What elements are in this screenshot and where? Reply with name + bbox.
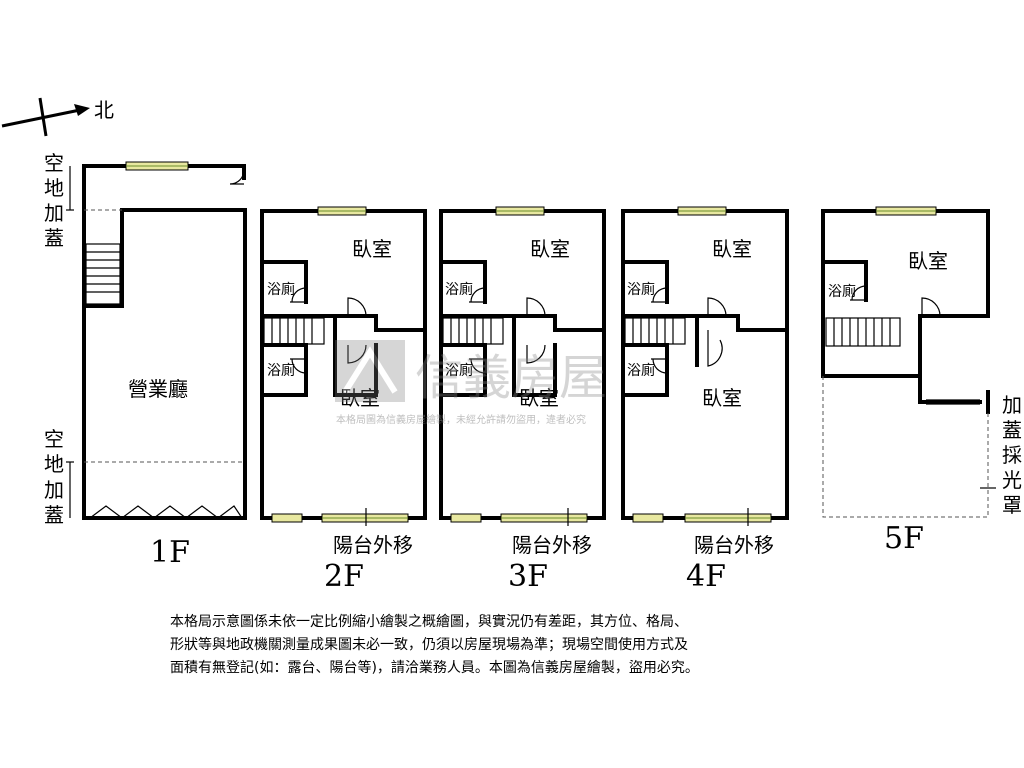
2f-bath-top: 浴廁 [267, 281, 295, 298]
disclaimer-line-3: 面積有無登記(如：露台、陽台等)，請洽業務人員。本圖為信義房屋繪製，盜用必究。 [170, 660, 699, 676]
4f-window-bottom-left [632, 513, 664, 523]
watermark-logo-icon [335, 340, 405, 402]
3f-stairs [442, 317, 504, 345]
disclaimer: 本格局示意圖係未依一定比例縮小繪製之概繪圖，與實況仍有差距，其方位、格局、 形狀… [170, 611, 870, 680]
3f-balcony-note: 陽台外移 [512, 533, 592, 557]
1f-hall-label: 營業廳 [128, 377, 188, 401]
5f-skylight-2: 蓋 [1002, 418, 1022, 442]
2f-bath-bottom: 浴廁 [267, 362, 295, 379]
3f-outer-walls [439, 209, 606, 520]
4f-inner-walls [621, 260, 789, 397]
5f-skylight-1: 加 [1002, 393, 1022, 417]
4f-bath-door-top-icon [651, 287, 668, 303]
2f-bath-door-top-icon [290, 287, 307, 303]
4f-stairs [624, 317, 686, 345]
2f-door-lower-icon [347, 344, 367, 364]
3f-bath-door-top-icon [469, 287, 486, 303]
3f-inner-walls [439, 260, 606, 397]
3f-floor-label: 3F [508, 559, 548, 594]
4f-bedroom-bottom: 臥室 [702, 386, 742, 410]
5f-skylight-4: 光 [1002, 468, 1022, 492]
5f-door-icon [921, 297, 941, 317]
floor-4f: 臥室 臥室 浴廁 浴廁 陽台外移 4F [621, 206, 789, 594]
2f-door-upper-icon [347, 297, 367, 317]
compass-arrow-line [1, 108, 81, 128]
1f-bottom-extra-4: 蓋 [44, 503, 64, 527]
4f-balcony-note: 陽台外移 [694, 533, 774, 557]
3f-window-bottom-left [450, 513, 482, 523]
1f-walls [82, 164, 247, 520]
4f-bath-top: 浴廁 [627, 281, 655, 298]
3f-bath-door-bottom-icon [469, 358, 486, 374]
floor-3f: 臥室 臥室 浴廁 浴廁 陽台外移 3F [439, 206, 606, 594]
1f-top-extra-4: 蓋 [44, 226, 64, 250]
5f-bath-door-icon [850, 285, 867, 301]
1f-top-extra-3: 加 [44, 201, 64, 225]
2f-bath-door-bottom-icon [290, 358, 307, 374]
1f-stairs [85, 243, 121, 305]
1f-bottom-extra-2: 地 [44, 452, 64, 476]
disclaimer-line-1: 本格局示意圖係未依一定比例縮小繪製之概繪圖，與實況仍有差距，其方位、格局、 [170, 614, 688, 630]
4f-door-lower-icon [707, 330, 723, 367]
3f-door-lower-icon [526, 344, 546, 364]
5f-floor-label: 5F [884, 521, 924, 556]
5f-inner-walls [821, 260, 868, 302]
disclaimer-line-2: 形狀等與地政機關測量成果圖未必一致，仍須以房屋現場為準；現場空間使用方式及 [170, 637, 688, 653]
4f-bedroom-top: 臥室 [712, 237, 752, 261]
4f-door-upper-icon [707, 297, 727, 317]
2f-inner-walls [260, 260, 427, 397]
floor-5f: 臥室 浴廁 加 蓋 採 光 罩 5F [821, 206, 1022, 556]
2f-stairs [263, 317, 325, 345]
2f-bedroom-top: 臥室 [352, 237, 392, 261]
4f-bath-bottom: 浴廁 [627, 362, 655, 379]
compass-north-label: 北 [94, 98, 114, 122]
3f-bath-top: 浴廁 [445, 281, 473, 298]
watermark: 信義房屋 本格局圖為信義房屋繪製，未經允許請勿盜用，違者必究 [335, 340, 607, 426]
3f-bedroom-top: 臥室 [530, 237, 570, 261]
compass-arrow-head-icon [74, 104, 90, 116]
floor-2f: 臥室 臥室 浴廁 浴廁 陽台外移 2F [260, 206, 427, 594]
floor-1f: 空 地 加 蓋 空 地 加 蓋 營業廳 1F [44, 151, 247, 570]
3f-bedroom-bottom: 臥室 [519, 386, 559, 410]
4f-floor-label: 4F [686, 559, 726, 594]
5f-skylight-5: 罩 [1002, 493, 1022, 517]
2f-balcony-note: 陽台外移 [333, 533, 413, 557]
4f-outer-walls [621, 209, 789, 520]
2f-floor-label: 2F [324, 559, 364, 594]
2f-window-bottom-left [271, 513, 303, 523]
1f-bottom-extra-3: 加 [44, 478, 64, 502]
5f-stairs [825, 317, 901, 347]
4f-bath-door-bottom-icon [651, 358, 668, 374]
3f-door-upper-icon [526, 297, 546, 317]
5f-skylight-3: 採 [1002, 443, 1022, 467]
3f-bath-bottom: 浴廁 [445, 362, 473, 379]
1f-folding-door [89, 505, 243, 519]
north-compass: 北 [1, 97, 114, 137]
5f-skylight-outline [822, 376, 989, 518]
1f-door-icon [229, 169, 245, 185]
2f-bedroom-bottom: 臥室 [340, 386, 380, 410]
watermark-brand: 信義房屋 [415, 350, 607, 406]
5f-bath: 浴廁 [828, 283, 856, 300]
compass-cross-line [38, 97, 48, 137]
2f-outer-walls [260, 209, 427, 520]
1f-top-extra-1: 空 [44, 151, 64, 175]
1f-bottom-extra-1: 空 [44, 427, 64, 451]
watermark-notice: 本格局圖為信義房屋繪製，未經允許請勿盜用，違者必究 [336, 413, 586, 426]
1f-top-extra-2: 地 [44, 176, 64, 200]
1f-floor-label: 1F [150, 535, 190, 570]
5f-bedroom: 臥室 [908, 249, 948, 273]
